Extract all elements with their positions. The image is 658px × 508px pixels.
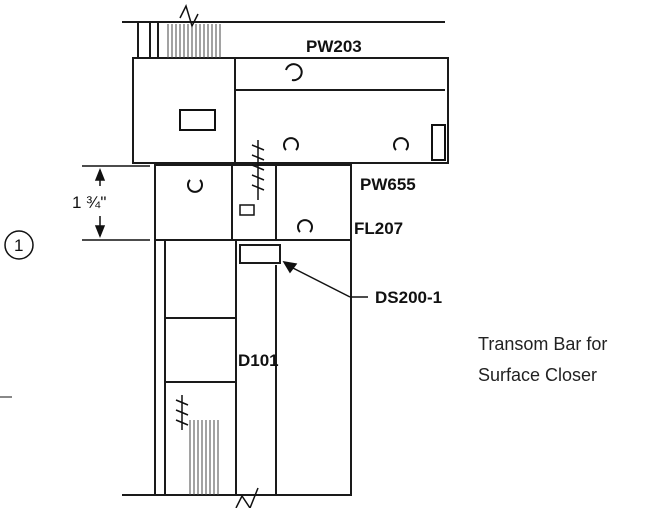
ds200-leader-arrow <box>282 260 368 298</box>
label-pw203: PW203 <box>306 37 362 56</box>
dimension-label: 1 ¾" <box>72 193 106 212</box>
callout-circle <box>4 230 34 260</box>
caption-line-2: Surface Closer <box>478 365 597 385</box>
frame-outline <box>0 21 449 496</box>
label-d101: D101 <box>238 351 279 370</box>
callout-number: 1 <box>14 236 23 255</box>
label-pw655: PW655 <box>360 175 416 194</box>
label-fl207: FL207 <box>354 219 403 238</box>
label-ds200: DS200-1 <box>375 288 442 307</box>
screws <box>175 140 265 430</box>
caption-line-1: Transom Bar for <box>478 334 607 354</box>
dimension-marker <box>82 165 150 241</box>
profile-clips <box>179 63 446 233</box>
glass-infill <box>167 3 259 508</box>
